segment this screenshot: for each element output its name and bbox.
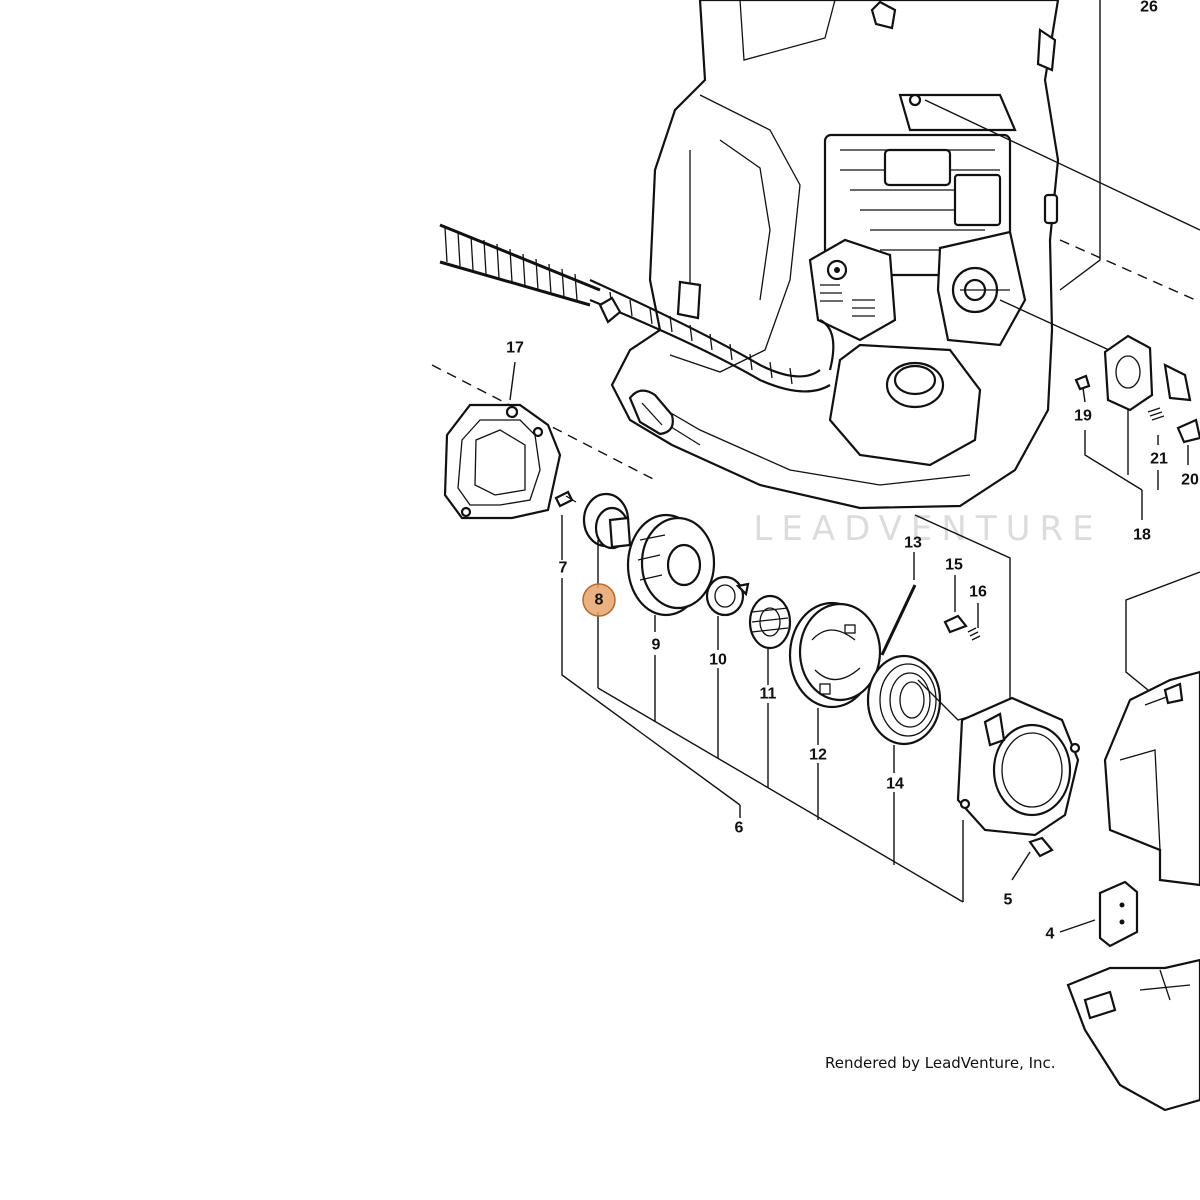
part-4-block [1098,880,1139,948]
callout-15[interactable]: 15 [945,557,963,574]
part-9-reel [626,513,716,617]
callout-16[interactable]: 16 [969,584,987,601]
callout-6[interactable]: 6 [735,820,744,837]
part-16-spring [967,627,981,641]
part-14-coil [866,654,942,746]
callout-26[interactable]: 26 [1140,0,1158,16]
callout-8-highlight [582,583,616,617]
callout-10[interactable]: 10 [709,652,727,669]
callout-5[interactable]: 5 [1004,892,1013,909]
part-12-wheel [788,601,882,709]
part-5-screw [1028,836,1054,858]
callout-19[interactable]: 19 [1074,408,1092,425]
callout-7[interactable]: 7 [559,560,568,577]
callout-13[interactable]: 13 [904,535,922,552]
callout-20[interactable]: 20 [1181,472,1199,489]
callout-12[interactable]: 12 [809,747,827,764]
part-13-rod [880,584,917,656]
blower-hose [439,223,835,393]
part-17-housing [443,403,562,520]
leader-17 [509,361,516,401]
part-15-pawl [943,614,968,634]
part-7-screw [554,490,577,508]
callout-8[interactable]: 8 [595,592,604,609]
part-20-pin [1176,418,1200,444]
callouts: 26 17 7 8 9 10 11 12 13 14 15 16 6 5 4 1… [506,0,1199,943]
starter-housing [956,696,1081,837]
credit-text: Rendered by LeadVenture, Inc. [825,1054,1056,1072]
leader-26-line [1059,0,1101,291]
part-18-assembly [1103,334,1154,412]
leader-lines [561,387,1200,933]
part-11-spring [748,594,792,650]
blower-frame [610,0,1192,510]
callout-17[interactable]: 17 [506,340,524,357]
callout-14[interactable]: 14 [886,776,904,793]
callout-21[interactable]: 21 [1150,451,1168,468]
leader-engine-a [924,99,1200,231]
part-8-pulley [582,492,632,550]
callout-18[interactable]: 18 [1133,527,1151,544]
part-19-washer [1074,374,1091,391]
centerline-right [1059,239,1200,303]
leader-engine-b [999,299,1121,356]
watermark-text: LEADVENTURE [753,509,1102,549]
part-21-spring [1147,407,1165,421]
callout-11[interactable]: 11 [760,686,777,703]
part-10-clip [705,575,750,617]
callout-4[interactable]: 4 [1046,926,1055,943]
callout-9[interactable]: 9 [652,637,661,654]
side-cover [1066,670,1200,1112]
